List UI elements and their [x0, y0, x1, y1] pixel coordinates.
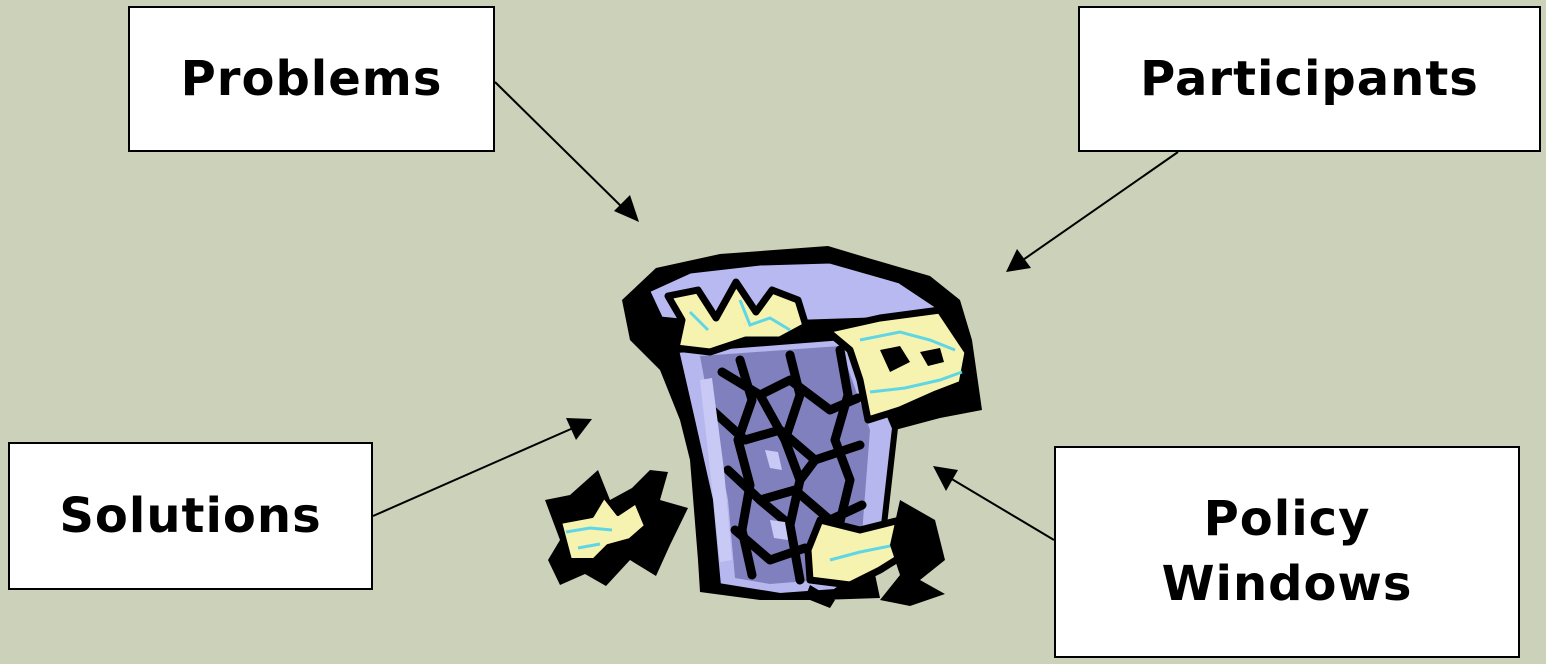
node-solutions-label: Solutions [59, 484, 321, 549]
node-policy-windows: Policy Windows [1054, 446, 1520, 658]
node-policy-windows-label: Policy Windows [1162, 487, 1413, 617]
node-solutions: Solutions [8, 442, 373, 590]
garbage-can-icon [545, 246, 982, 608]
arrow-problems [495, 82, 639, 222]
node-problems-label: Problems [181, 47, 443, 112]
node-participants: Participants [1078, 6, 1541, 152]
arrow-participants [1006, 152, 1178, 272]
node-problems: Problems [128, 6, 495, 152]
arrow-policy-windows [933, 466, 1054, 540]
node-participants-label: Participants [1140, 47, 1479, 112]
